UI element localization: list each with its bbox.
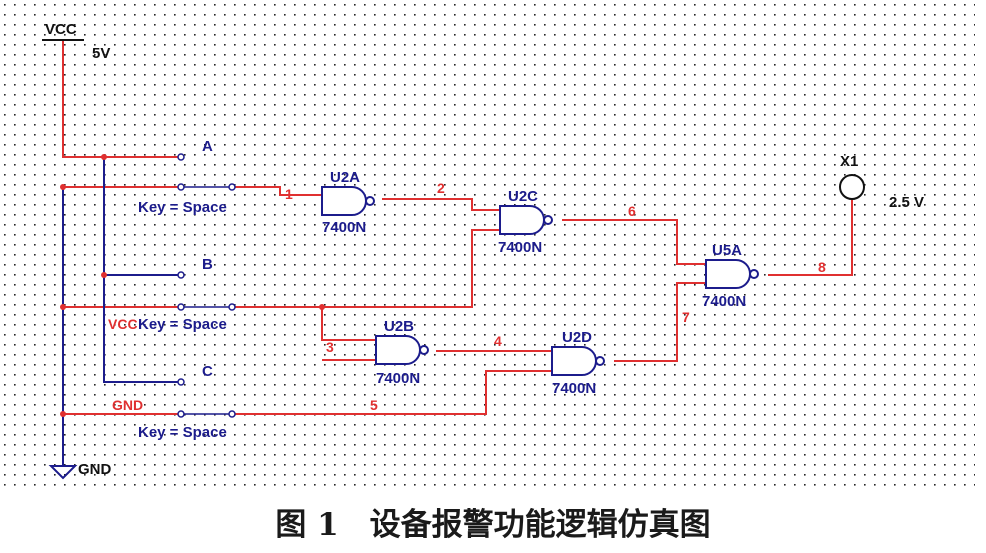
switch-c-key-label: Key = Space	[138, 424, 227, 441]
switch-c-contacts	[177, 410, 236, 418]
net-label-1: 1	[285, 186, 293, 202]
u5a-part: 7400N	[702, 293, 746, 310]
u2c-ref: U2C	[508, 188, 538, 205]
switch-a-key-label: Key = Space	[138, 199, 227, 216]
gnd-label: GND	[78, 461, 112, 478]
net-label-8: 8	[818, 259, 826, 275]
probe-rating: 2.5 V	[889, 194, 924, 211]
nand-gate-u2b	[375, 335, 429, 365]
wire-net-1	[232, 186, 322, 196]
switch-b-key-label: Key = Space	[138, 316, 227, 333]
wire-net-2	[382, 198, 500, 211]
net-label-7: 7	[682, 309, 690, 325]
probe-ref: X1	[840, 153, 858, 170]
net-label-5: 5	[370, 397, 378, 413]
vcc-symbol: VCC 5V	[42, 21, 110, 62]
nand-gate-u2a	[321, 186, 375, 216]
net-label-3: 3	[326, 339, 334, 355]
probe-lamp-icon	[839, 174, 865, 200]
u2d-part: 7400N	[552, 380, 596, 397]
u2b-ref: U2B	[384, 318, 414, 335]
vcc-label: VCC	[45, 21, 77, 38]
u2b-part: 7400N	[376, 370, 420, 387]
switch-a-position-label: A	[202, 138, 213, 155]
wires	[62, 40, 853, 415]
wire-net-3	[321, 307, 376, 341]
switch-b	[177, 271, 185, 279]
net-label-vcc: VCC	[108, 316, 138, 332]
common-bus-c	[103, 157, 178, 383]
u5a-ref: U5A	[712, 242, 742, 259]
vcc-value: 5V	[92, 45, 110, 62]
net-label-6: 6	[628, 203, 636, 219]
junctions	[60, 154, 325, 417]
net-label-gnd: GND	[112, 397, 143, 413]
figure-caption: 图 1 设备报警功能逻辑仿真图	[275, 507, 711, 543]
wire-net-5	[232, 370, 552, 415]
switch-c	[177, 378, 185, 386]
switch-c-position-label: C	[202, 363, 213, 380]
net-label-2: 2	[437, 180, 445, 196]
u2a-part: 7400N	[322, 219, 366, 236]
u2d-ref: U2D	[562, 329, 592, 346]
wire-net-6	[562, 219, 706, 265]
grid-background	[0, 0, 975, 492]
switch-b-position-label: B	[202, 256, 213, 273]
wire-vcc-to-a	[62, 40, 178, 158]
wire-net-8	[768, 200, 853, 276]
switch-a-contacts	[177, 183, 236, 191]
switch-b-contacts	[177, 303, 236, 311]
u2a-ref: U2A	[330, 169, 360, 186]
circuit-schematic: VCC 5V GND A Key = Space B Key = Space C…	[0, 0, 975, 492]
nand-gate-u2d	[551, 346, 605, 376]
net-label-4: 4	[494, 333, 502, 349]
gnd-symbol: GND	[48, 461, 112, 480]
net-labels: 1 2 3 4 5 6 7 8 VCC GND	[108, 180, 826, 413]
nand-gate-u2c	[499, 205, 553, 235]
u2c-part: 7400N	[498, 239, 542, 256]
probe-x1	[839, 174, 865, 200]
nand-gate-u5a	[705, 259, 759, 289]
wire-net-7	[614, 282, 706, 362]
switch-a	[177, 153, 185, 161]
